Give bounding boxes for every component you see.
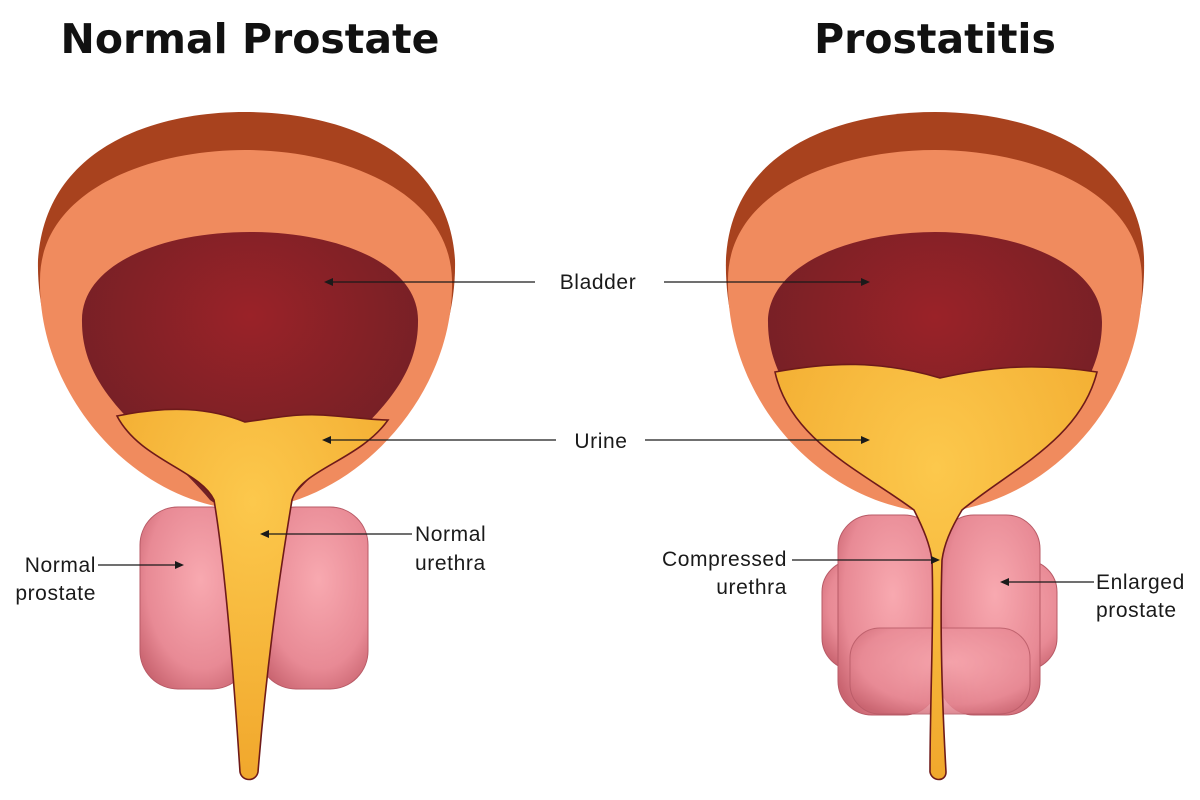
label-urine: Urine xyxy=(574,430,627,453)
label-enlarged-prostate-line2: prostate xyxy=(1096,599,1177,622)
bladder-arrow-right xyxy=(861,278,870,286)
bladder-arrow-left xyxy=(324,278,333,286)
urine-arrow-right xyxy=(861,436,870,444)
label-compressed-urethra-line2: urethra xyxy=(716,576,787,599)
label-bladder: Bladder xyxy=(560,271,637,294)
label-normal-prostate-line1: Normal xyxy=(25,554,96,577)
label-enlarged-prostate-line1: Enlarged xyxy=(1096,571,1185,594)
urine-arrow-left xyxy=(322,436,331,444)
normal-prostate-illustration xyxy=(37,112,456,781)
label-compressed-urethra-line1: Compressed xyxy=(662,548,787,571)
leader-lines xyxy=(98,278,1094,586)
normal-urine xyxy=(115,408,390,781)
normal-urethra-arrow xyxy=(260,530,269,538)
prostatitis-urine xyxy=(774,363,1098,781)
compressed-urethra-arrow xyxy=(931,556,940,564)
prostatitis-illustration xyxy=(725,112,1145,781)
label-normal-urethra-line2: urethra xyxy=(415,552,486,575)
label-normal-prostate-line2: prostate xyxy=(15,582,96,605)
title-normal-prostate: Normal Prostate xyxy=(61,15,440,63)
title-prostatitis: Prostatitis xyxy=(814,15,1056,63)
normal-prostate-arrow xyxy=(175,561,184,569)
enlarged-prostate-arrow xyxy=(1000,578,1009,586)
label-normal-urethra-line1: Normal xyxy=(415,523,486,546)
